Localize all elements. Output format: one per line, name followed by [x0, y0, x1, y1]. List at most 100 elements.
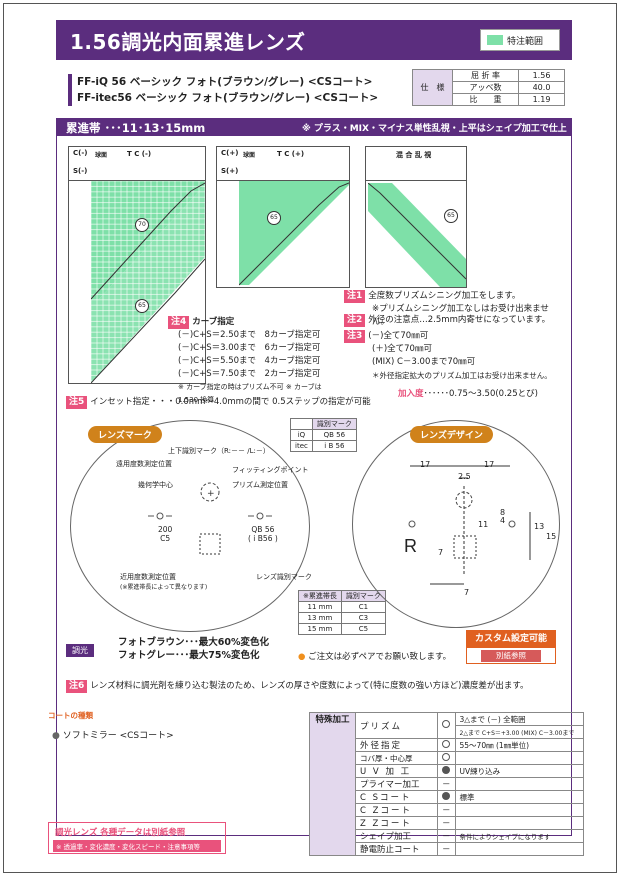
photo-desc: 最大60%変色化 [198, 637, 270, 648]
page-title: 1.56調光内面累進レンズ [70, 30, 306, 54]
badge-65: 65 [267, 211, 281, 225]
special-value: 標準 [454, 790, 584, 804]
special-value [454, 777, 584, 791]
special-key: プリズム [355, 712, 438, 739]
special-value [454, 751, 584, 765]
hidden-mark-right [508, 520, 516, 528]
corridor-text: 累進帯 ･･･11･13･15mm [66, 121, 206, 135]
grid-header: C(+) S(+) 球面 T C (+) [217, 147, 349, 181]
circle-icon [442, 739, 451, 748]
note-2-text: 外径の注意点…2.5mm内寄せになっています。 [368, 315, 551, 325]
boundary-line [91, 258, 205, 383]
mark-table-header: 識別マーク [311, 418, 357, 430]
label-near: 近用度数測定位置 (※累進帯長によって異なります) [120, 572, 207, 591]
boundary-line [368, 183, 466, 280]
spec-header: 仕 様 [412, 69, 453, 106]
special-mark [437, 764, 456, 778]
special-area [368, 183, 466, 287]
grid-title: T C (-) [127, 150, 152, 158]
curve-row: (－)C+S＝2.50まで 8カーブ指定可 [178, 330, 321, 340]
special-table: 特殊加工 プリズム 3△まで (－) 全範囲 2△まで C+S＝+3.00 (M… [309, 712, 584, 856]
label-near-2: (※累進帯長によって異なります) [120, 584, 208, 591]
distance-circle [200, 482, 220, 502]
label-distance: 遠用度数測定位置 [116, 460, 172, 468]
special-header: 特殊加工 [309, 712, 356, 856]
grid-title: 混 合 乱 視 [396, 151, 432, 159]
boundary-line [239, 182, 349, 286]
add-power: 加入度･･････0.75～3.50(0.25とび) [398, 388, 568, 401]
pair-note-text: ご注文は必ずペアでお願い致します。 [308, 652, 452, 662]
hidden-mark-left [156, 512, 164, 520]
code-right: QB 56 ( i B56 ) [248, 525, 278, 543]
special-mark [437, 751, 456, 765]
pair-note: ● ご注文は必ずペアでお願い致します。 [298, 650, 451, 662]
note-6-text: レンズ材料に調光剤を練り込む製法のため、レンズの厚さや度数によって(特に度数の強… [90, 681, 529, 691]
note-3-line: (－)全て70㎜可 [368, 331, 429, 341]
special-value: 2△まで C+S＝+3.00 (MIX) C－3.00まで [454, 725, 584, 739]
mark-table-blank [290, 418, 313, 430]
corner-top: C(-) [73, 149, 88, 157]
badge-70: 70 [135, 218, 149, 232]
dim-13: 13 [534, 522, 545, 531]
product-list: FF-iQ 56 ベーシック フォト(ブラウン/グレー) <CSコート> FF-… [68, 74, 378, 106]
curve-foot: ※ カーブ指定の時はプリズム不可 ※ カーブは 1.530 換算 [178, 383, 322, 404]
note-1-text: 全度数プリズムシニング加工をします。 [368, 291, 521, 301]
filled-circle-icon [442, 765, 451, 774]
spec-value: 1.19 [518, 93, 565, 106]
corridor-band: 累進帯 ･･･11･13･15mm ※ プラス・MIX・マイナス単性乱視・上平は… [56, 118, 572, 147]
code-right-2: ( i B56 ) [248, 534, 278, 543]
grid-tc-plus: C(+) S(+) 球面 T C (+) 65 [216, 146, 350, 288]
photochromic-section: 調光 [66, 638, 94, 657]
corridor-k: 13 mm [298, 612, 342, 624]
special-key: C Zコート [355, 803, 438, 817]
lens-mark-drawing: + [148, 482, 272, 555]
label-fitting: フィッティングポイント [232, 466, 309, 474]
dim-17-right: 17 [484, 460, 495, 469]
orange-dot-icon: ● [298, 652, 306, 662]
label-geometric: 幾何学中心 [138, 481, 173, 489]
special-value [454, 816, 584, 830]
code-left: 200 C5 [158, 525, 172, 543]
note-3-line: (＋)全て70㎜可 [372, 344, 432, 354]
dim-7-b: 7 [464, 588, 470, 597]
custom-box: カスタム設定可能 別紙参照 [466, 630, 556, 664]
note-5-label: 注5 [66, 396, 88, 409]
grid-header: 混 合 乱 視 [366, 147, 466, 181]
photo-label: 調光 [66, 644, 94, 657]
bottom-sub: ※ 透過率・変化濃度・変化スピード・注意事項等 [53, 840, 221, 852]
note-1-label: 注1 [344, 290, 366, 303]
note-2-label: 注2 [344, 314, 366, 327]
dim-15: 15 [546, 532, 557, 541]
special-mark: － [437, 842, 456, 856]
corridor-v: C3 [340, 612, 386, 624]
dim-17-left: 17 [420, 460, 431, 469]
near-box [199, 533, 221, 555]
note-3-line: (MIX) C－3.00まで70㎜可 [372, 357, 476, 367]
corridor-h2: 識別マーク [340, 590, 386, 602]
sphere-label: 球面 [95, 152, 108, 159]
dim-8: 8 [500, 508, 506, 517]
label-top-mark: 上下識別マーク（R:－－ /L:－） [168, 447, 270, 455]
grid-tc-minus: C(-) S(-) 球面 T C (-) 70 65 [68, 146, 206, 384]
product-item: FF-iQ 56 ベーシック フォト(ブラウン/グレー) <CSコート> [68, 74, 378, 90]
lens-design-circle [352, 420, 560, 628]
legend-swatch [487, 35, 503, 45]
corridor-v: C1 [340, 601, 386, 613]
note-1-sub: ※プリズムシニング加工なしはお受け出来ません。 [372, 304, 549, 327]
mark-value: i B 56 [311, 440, 357, 452]
special-mark: － [437, 816, 456, 830]
corridor-h1: ※累進帯長 [298, 590, 342, 602]
grid-mixed: 混 合 乱 視 65 [365, 146, 467, 288]
distance-circle [455, 491, 473, 509]
note-3: 注3(－)全て70㎜可 (＋)全て70㎜可 (MIX) C－3.00まで70㎜可… [344, 330, 566, 382]
special-value: 条件によりシェイプになります [454, 829, 584, 843]
note-3-line: ＊外径指定拡大のプリズム加工はお受け出来ません。 [372, 371, 552, 380]
legend-box: 特注範囲 [480, 29, 560, 51]
shape-note: ※ プラス・MIX・マイナス単性乱視・上平はシェイプ加工で仕上がります [302, 124, 567, 147]
note-4-label: 注4 [168, 316, 190, 329]
special-area [91, 185, 205, 383]
label-near-1: 近用度数測定位置 [120, 573, 176, 581]
